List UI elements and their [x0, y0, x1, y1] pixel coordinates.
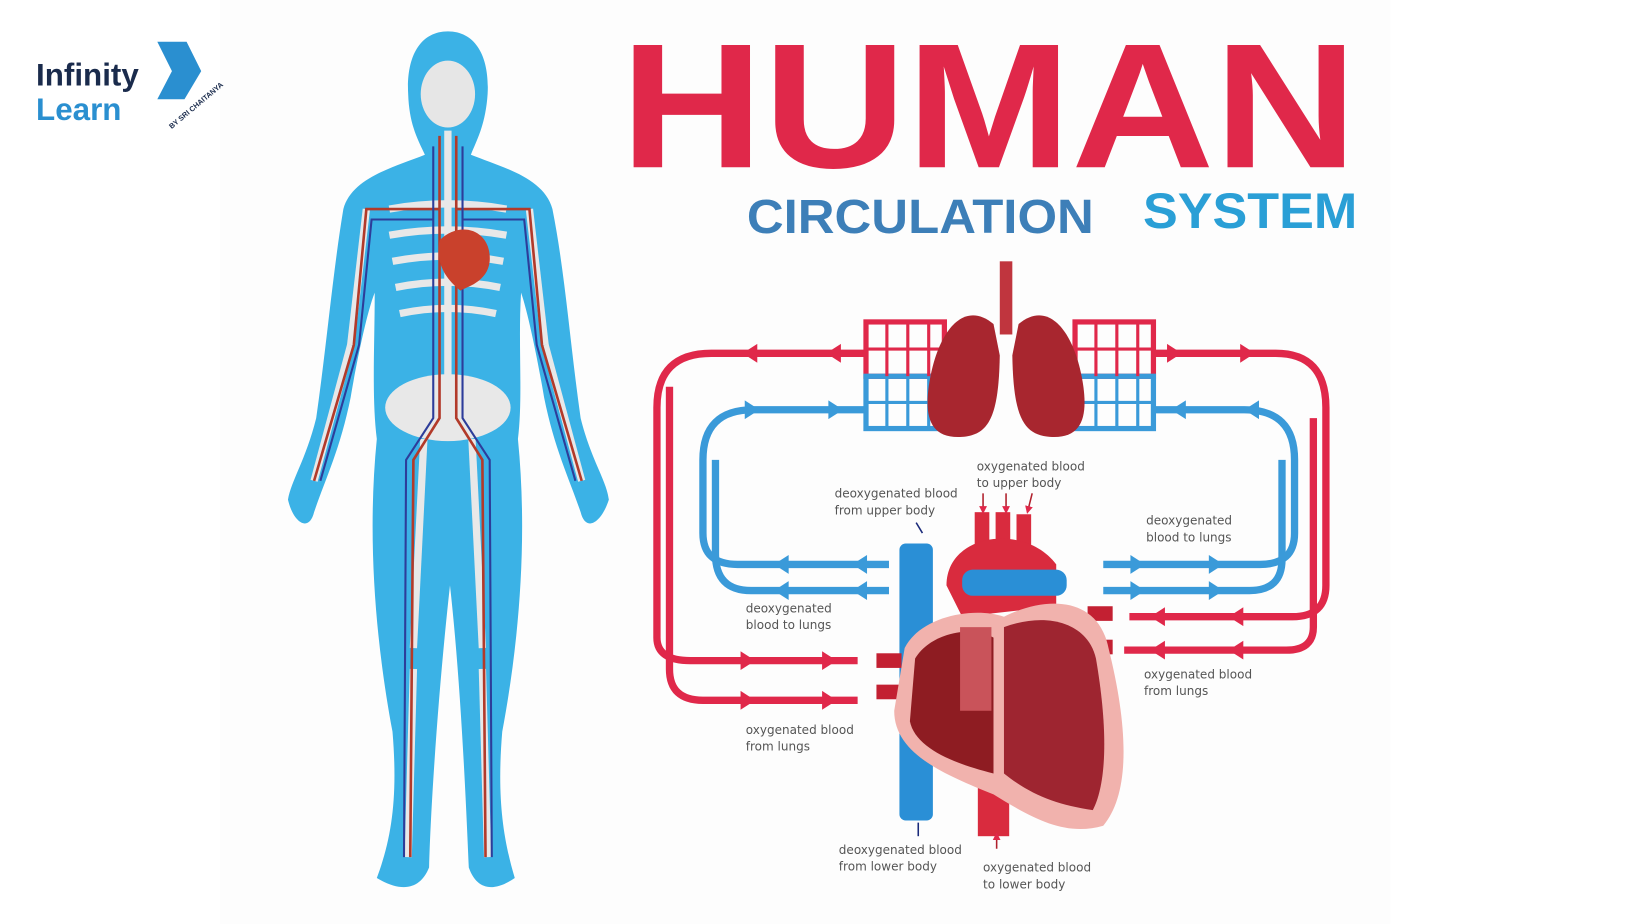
infinity-learn-logo: Infinity Learn BY SRI CHAITANYA — [36, 41, 226, 131]
logo-line2: Learn — [36, 92, 121, 127]
circulation-diagram — [653, 343, 1330, 710]
lungs-illustration — [863, 261, 1157, 438]
logo-line1: Infinity — [36, 58, 139, 93]
title-circulation: CIRCULATION — [747, 190, 1094, 244]
human-body-illustration — [287, 31, 609, 888]
title-human: HUMAN — [620, 6, 1357, 205]
heart-figure-icon — [438, 229, 490, 291]
heart-diagram — [876, 512, 1124, 837]
title-system: SYSTEM — [1143, 183, 1357, 239]
